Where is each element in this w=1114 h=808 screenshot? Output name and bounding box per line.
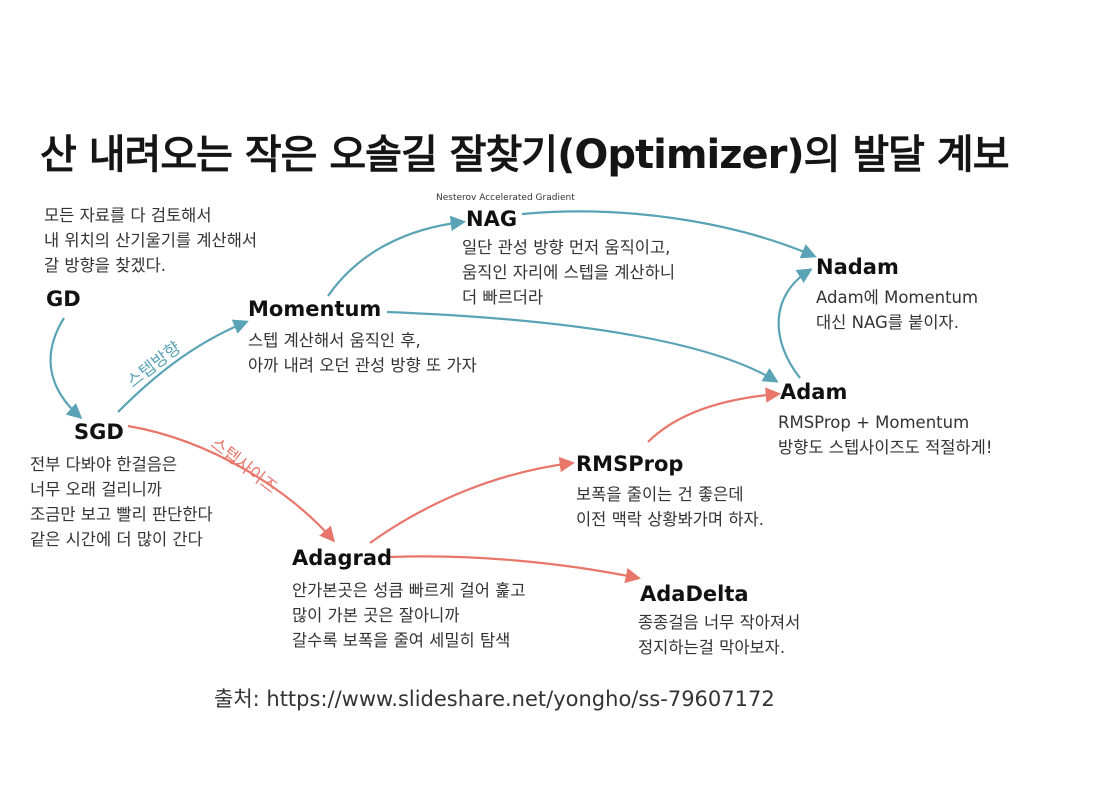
adagrad-desc-line: 안가본곳은 성큼 빠르게 걸어 훑고 xyxy=(292,581,526,600)
nag-desc-line: 움직인 자리에 스텝을 계산하니 xyxy=(462,263,676,282)
adam-description: RMSProp + Momentum 방향도 스텝사이즈도 적절하게! xyxy=(778,410,992,460)
adadelta-desc-line: 종종걸음 너무 작아져서 xyxy=(638,613,801,632)
arrow-gd-to-sgd xyxy=(49,317,83,420)
gd-desc-line: 모든 자료를 다 검토해서 xyxy=(44,206,212,225)
adam-desc-line: 방향도 스텝사이즈도 적절하게! xyxy=(778,438,993,457)
sgd-desc-line: 너무 오래 걸리니까 xyxy=(30,480,162,499)
sgd-description: 전부 다봐야 한걸음은 너무 오래 걸리니까 조금만 보고 빨리 판단한다 같은… xyxy=(30,452,213,552)
arrow-rmsprop-to-adam xyxy=(647,387,782,443)
nadam-description: Adam에 Momentum 대신 NAG를 붙이자. xyxy=(816,285,978,335)
nag-subtitle: Nesterov Accelerated Gradient xyxy=(436,193,575,203)
nag-desc-line: 일단 관성 방향 먼저 움직이고, xyxy=(462,238,671,257)
nadam-desc-line: Adam에 Momentum xyxy=(816,288,979,307)
arrow-adagrad-to-rmsprop xyxy=(369,456,576,544)
nag-description: 일단 관성 방향 먼저 움직이고, 움직인 자리에 스텝을 계산하니 더 빠르더… xyxy=(462,235,675,310)
arrow-momentum-to-nag xyxy=(327,215,467,297)
arrow-sgd-to-momentum xyxy=(117,319,249,413)
adagrad-description: 안가본곳은 성큼 빠르게 걸어 훑고 많이 가본 곳은 잘아니까 갈수록 보폭을… xyxy=(292,578,526,653)
nag-desc-line: 더 빠르더라 xyxy=(462,288,544,307)
nadam-desc-line: 대신 NAG를 붙이자. xyxy=(816,313,959,332)
sgd-desc-line: 같은 시간에 더 많이 간다 xyxy=(30,530,203,549)
node-momentum: Momentum xyxy=(248,297,382,321)
arrow-momentum-to-adam xyxy=(386,310,779,383)
source-citation: 출처: https://www.slideshare.net/yongho/ss… xyxy=(214,687,775,711)
arrow-nag-to-nadam xyxy=(521,210,817,259)
node-adagrad: Adagrad xyxy=(292,546,393,570)
node-adam: Adam xyxy=(780,380,848,404)
rmsprop-desc-line: 이전 맥락 상황봐가며 하자. xyxy=(576,510,764,529)
node-rmsprop: RMSProp xyxy=(576,452,684,476)
node-sgd: SGD xyxy=(74,420,124,444)
arrow-sgd-to-adagrad xyxy=(127,424,336,543)
node-adadelta: AdaDelta xyxy=(640,582,749,606)
gd-desc-line: 내 위치의 산기울기를 계산해서 xyxy=(44,231,258,250)
node-nadam: Nadam xyxy=(816,255,899,279)
adagrad-desc-line: 갈수록 보폭을 줄여 세밀히 탐색 xyxy=(292,631,511,650)
gd-desc-line: 갈 방향을 찾겠다. xyxy=(44,256,166,275)
page-title: 산 내려오는 작은 오솔길 잘찾기(Optimizer)의 발달 계보 xyxy=(40,132,1010,178)
rmsprop-description: 보폭을 줄이는 건 좋은데 이전 맥락 상황봐가며 하자. xyxy=(576,482,764,532)
node-nag: NAG xyxy=(466,207,518,231)
arrow-adagrad-to-adadelta xyxy=(389,555,642,584)
arrow-adam-to-nadam xyxy=(777,268,813,379)
adadelta-desc-line: 정지하는걸 막아보자. xyxy=(638,638,786,657)
adadelta-description: 종종걸음 너무 작아져서 정지하는걸 막아보자. xyxy=(638,610,800,660)
adam-desc-line: RMSProp + Momentum xyxy=(778,413,970,432)
adagrad-desc-line: 많이 가본 곳은 잘아니까 xyxy=(292,606,460,625)
node-gd: GD xyxy=(46,287,81,311)
sgd-desc-line: 전부 다봐야 한걸음은 xyxy=(30,455,178,474)
rmsprop-desc-line: 보폭을 줄이는 건 좋은데 xyxy=(576,485,744,504)
gd-description: 모든 자료를 다 검토해서 내 위치의 산기울기를 계산해서 갈 방향을 찾겠다… xyxy=(44,203,257,278)
sgd-desc-line: 조금만 보고 빨리 판단한다 xyxy=(30,505,213,524)
momentum-desc-line: 아까 내려 오던 관성 방향 또 가자 xyxy=(248,356,477,375)
momentum-description: 스텝 계산해서 움직인 후, 아까 내려 오던 관성 방향 또 가자 xyxy=(248,328,477,378)
momentum-desc-line: 스텝 계산해서 움직인 후, xyxy=(248,331,421,350)
